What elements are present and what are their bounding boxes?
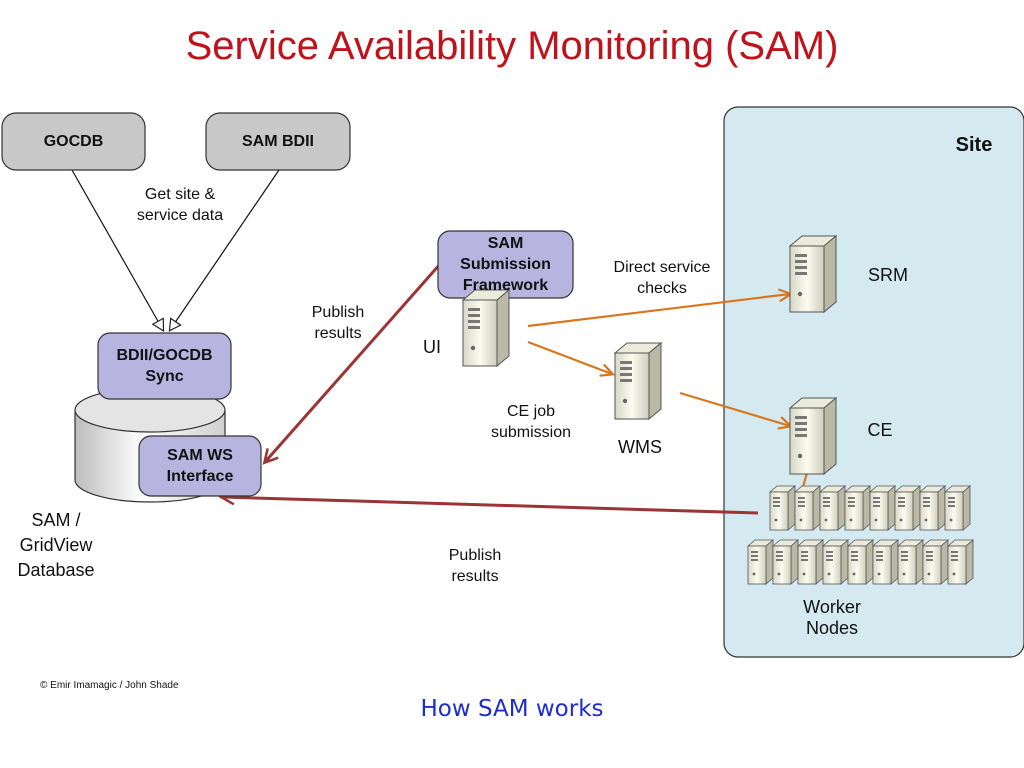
database-label: SAM / GridView Database bbox=[17, 510, 95, 580]
ui-to-wms-arrow bbox=[527, 340, 612, 374]
submission-label: SAM Submission Framework bbox=[460, 235, 551, 294]
worker-node-icon bbox=[922, 539, 949, 585]
publish-results-bottom-arrow bbox=[218, 489, 759, 515]
copyright-text: © Emir Imamagic / John Shade bbox=[40, 680, 179, 691]
sam-ws-box bbox=[138, 435, 262, 497]
worker-node-icon bbox=[919, 485, 946, 531]
worker-node-icon bbox=[769, 485, 796, 531]
publish-results-bottom-label: Publish results bbox=[448, 547, 502, 585]
ui-server bbox=[462, 289, 510, 367]
bdii-to-sync-line bbox=[170, 169, 280, 330]
worker-node-icon bbox=[897, 539, 924, 585]
ce-server bbox=[789, 397, 837, 475]
worker-node-icon bbox=[822, 539, 849, 585]
bdii-sync-box bbox=[97, 332, 232, 400]
worker-node-icon bbox=[844, 485, 871, 531]
gocdb-box bbox=[1, 112, 146, 171]
bdii-sync-label: BDII/GOCDB Sync bbox=[116, 347, 213, 385]
ui-label: UI bbox=[423, 337, 441, 357]
gocdb-to-sync-line bbox=[71, 169, 163, 330]
worker-nodes-label: Worker Nodes bbox=[803, 597, 861, 638]
publish-results-top-label: Publish results bbox=[311, 304, 365, 342]
wms-to-ce-arrow bbox=[679, 391, 790, 426]
sam-ws-label: SAM WS Interface bbox=[166, 447, 234, 485]
worker-node-icon bbox=[947, 539, 974, 585]
worker-node-icon bbox=[872, 539, 899, 585]
worker-node-icon bbox=[797, 539, 824, 585]
direct-checks-arrow bbox=[527, 294, 790, 328]
worker-node-icon bbox=[819, 485, 846, 531]
site-label: Site bbox=[955, 134, 993, 156]
worker-node-icon bbox=[847, 539, 874, 585]
worker-node-icon bbox=[894, 485, 921, 531]
worker-node-icon bbox=[772, 539, 799, 585]
worker-node-icon bbox=[794, 485, 821, 531]
get-site-data-label: Get site & service data bbox=[136, 186, 224, 224]
worker-node-icon bbox=[944, 485, 971, 531]
ce-job-label: CE job submission bbox=[490, 403, 572, 441]
sam-bdii-label: SAM BDII bbox=[242, 133, 314, 150]
gocdb-label: GOCDB bbox=[43, 133, 104, 150]
srm-server bbox=[789, 235, 837, 313]
worker-node-icon bbox=[869, 485, 896, 531]
wms-server bbox=[614, 342, 662, 420]
publish-results-top-arrow bbox=[262, 262, 443, 465]
direct-checks-label: Direct service checks bbox=[613, 259, 711, 297]
srm-label: SRM bbox=[868, 265, 908, 285]
ce-label: CE bbox=[867, 420, 893, 440]
page-title: Service Availability Monitoring (SAM) bbox=[185, 24, 839, 68]
sam-bdii-box bbox=[205, 112, 351, 171]
worker-node-icon bbox=[747, 539, 774, 585]
wms-label: WMS bbox=[618, 437, 662, 457]
caption: How SAM works bbox=[420, 696, 604, 722]
